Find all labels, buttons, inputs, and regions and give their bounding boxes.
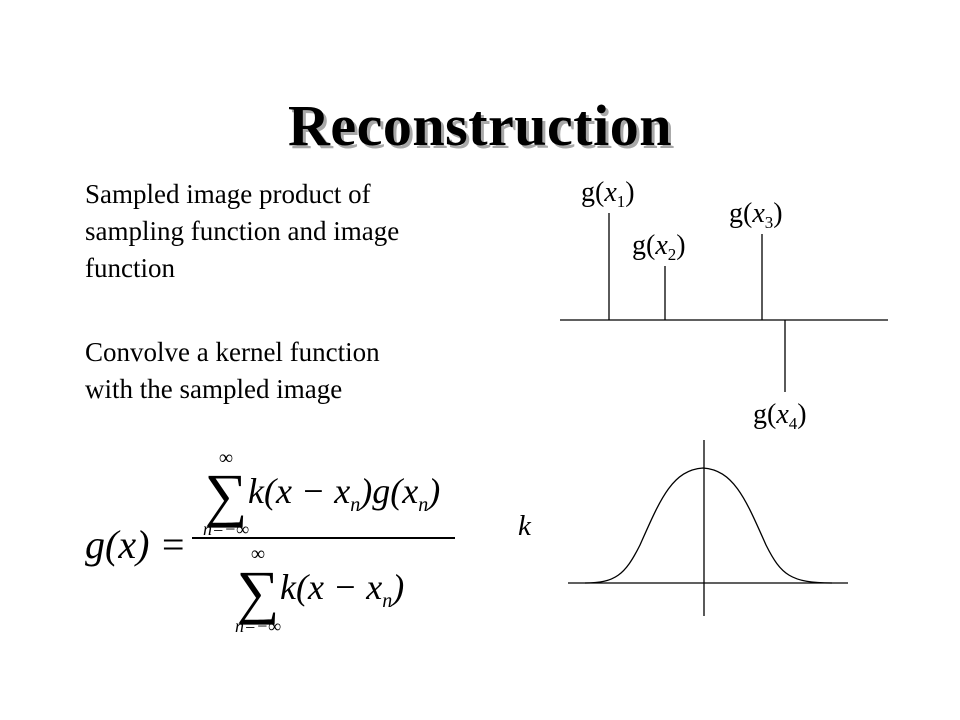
sample-label-4: g(x4) [753, 399, 807, 433]
sample-label-1: g(x1) [581, 177, 635, 211]
denominator-sum-top: ∞ [251, 543, 265, 565]
description-paragraph-2: Convolve a kernel function with the samp… [85, 334, 465, 408]
kernel-label: k [518, 510, 532, 542]
sample-label-2: g(x2) [632, 230, 686, 264]
description-paragraph-1: Sampled image product of sampling functi… [85, 176, 465, 287]
numerator-sum-sign: ∑ [205, 462, 248, 528]
kernel-curve [584, 467, 833, 584]
paragraph-1-line-3: function [85, 253, 175, 283]
paragraph-1-line-2: sampling function and image [85, 216, 400, 246]
formula-lhs: g(x) = [85, 522, 186, 567]
paragraph-2-line-2: with the sampled image [85, 374, 343, 404]
numerator-sum-bottom: n=−∞ [203, 519, 249, 539]
paragraph-2-line-1: Convolve a kernel function [85, 337, 380, 367]
reconstruction-formula: g(x) = ∞ ∑ n=−∞ k(x − xn)g(xn) ∞ ∑ n=−∞ … [85, 447, 455, 636]
numerator-term: k(x − xn)g(xn) [248, 471, 440, 516]
numerator-sum-top: ∞ [219, 447, 233, 469]
denominator-term: k(x − xn) [280, 567, 404, 612]
slide-title: Reconstruction [288, 93, 672, 158]
sample-label-3: g(x3) [729, 198, 783, 232]
denominator-sum-bottom: n=−∞ [235, 616, 281, 636]
denominator-sum-sign: ∑ [237, 559, 280, 625]
paragraph-1-line-1: Sampled image product of [85, 179, 371, 209]
